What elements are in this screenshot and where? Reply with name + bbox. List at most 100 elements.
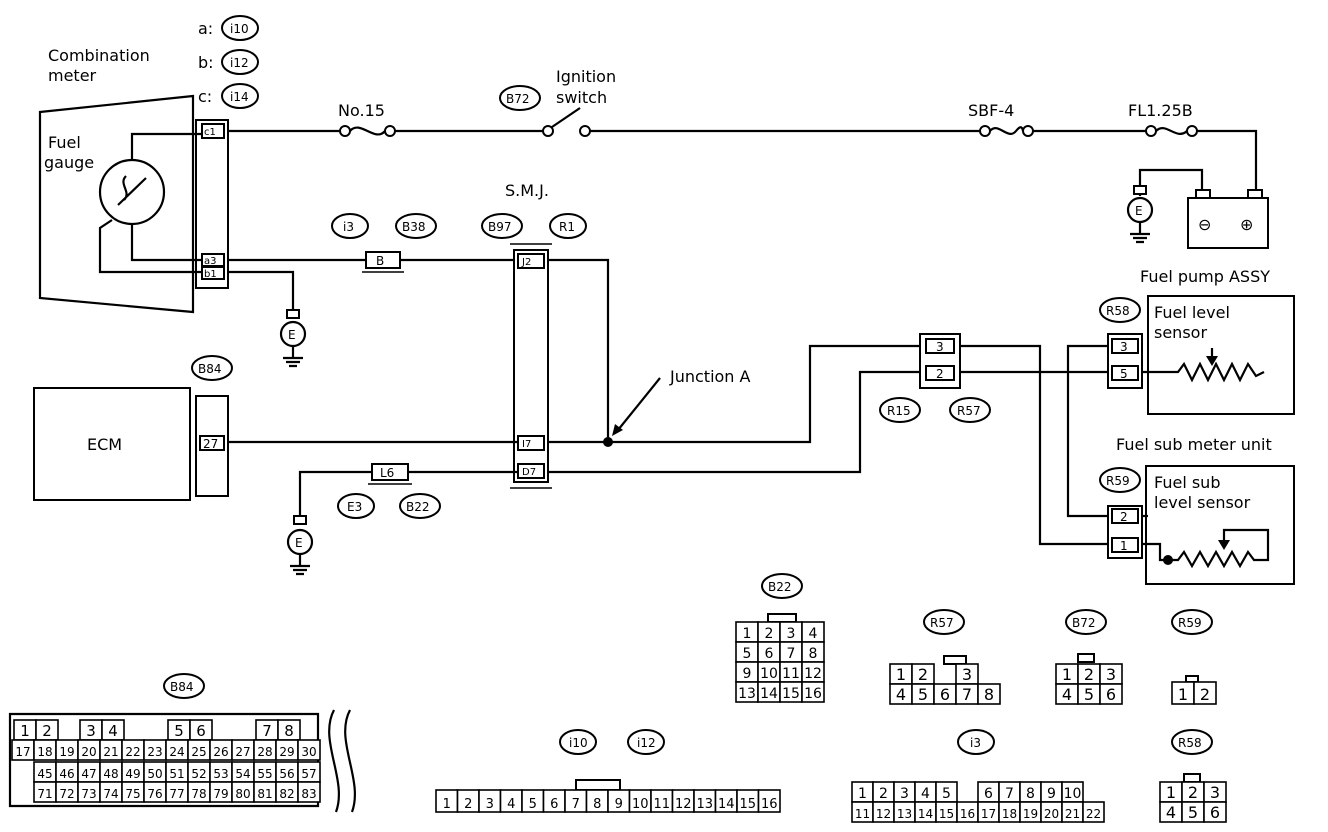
- pin-b: B: [376, 254, 384, 268]
- connector-pin-number: 10: [1064, 786, 1082, 802]
- connector-pin-number: 5: [1084, 685, 1094, 704]
- connector-pin-number: 27: [235, 745, 250, 759]
- svg-text:R59: R59: [1178, 616, 1202, 630]
- connector-pin-number: 8: [984, 685, 994, 704]
- connector-pin-number: 14: [760, 686, 778, 702]
- svg-text:R15: R15: [887, 404, 911, 418]
- svg-text:i12: i12: [230, 56, 249, 70]
- svg-text:B97: B97: [488, 220, 512, 234]
- connector-pin-number: 53: [213, 767, 228, 781]
- connector-pin-number: 13: [696, 797, 713, 812]
- battery: ⊖ ⊕ E: [1126, 168, 1269, 249]
- connector-pin-number: 20: [1044, 807, 1059, 821]
- connector-pin-number: 2: [879, 786, 888, 802]
- connector-pin-number: 13: [897, 807, 912, 821]
- connector-pin-cell: [1193, 681, 1217, 705]
- connector-pin-number: 3: [962, 665, 972, 684]
- connector-pin-number: 6: [940, 685, 950, 704]
- pin-ecm-27: 27: [203, 437, 218, 451]
- pin-d7: D7: [522, 467, 536, 478]
- connector-pin-number: 5: [743, 646, 752, 662]
- connector-pin-cell: [1099, 683, 1123, 705]
- connector-pin-number: 7: [572, 797, 580, 812]
- connector-pin-number: 49: [125, 767, 140, 781]
- ignition-label-2: switch: [556, 88, 607, 107]
- connector-pin-number: 2: [918, 665, 928, 684]
- badge-b38: [395, 213, 437, 239]
- pin-l6: L6: [380, 466, 394, 480]
- connector-pin-number: 22: [125, 745, 140, 759]
- fuel-sub-resistor-icon: [1142, 528, 1270, 569]
- connector-pin-number: 10: [760, 666, 778, 682]
- smj-connector: S.M.J. B97 R1 J2 I7 D7: [481, 181, 587, 489]
- connector-pin-number: 3: [86, 722, 96, 740]
- badge-i14: [221, 83, 259, 109]
- svg-text:B38: B38: [402, 220, 426, 234]
- connector-pin-number: 16: [761, 797, 778, 812]
- badge-b97: [481, 213, 523, 239]
- connector-pin-number: 3: [486, 797, 494, 812]
- power-line: No.15 Ignition switch B72 SBF-4 FL1.25B: [228, 67, 1258, 190]
- connector-pin-number: 1: [896, 665, 906, 684]
- connector-pin-number: 12: [876, 807, 891, 821]
- ignition-label-1: Ignition: [556, 67, 616, 86]
- connector-pin-number: 71: [37, 787, 52, 801]
- fuse-no15-icon: [349, 126, 386, 136]
- pin-a3: a3: [204, 256, 217, 267]
- pin-b1: b1: [204, 269, 217, 280]
- conn-a-label: a:: [198, 19, 213, 38]
- badge-i3: [331, 213, 369, 239]
- connector-pin-number: 2: [765, 626, 774, 642]
- connector-pin-number: 17: [981, 807, 996, 821]
- connector-pin-number: 9: [743, 666, 752, 682]
- plus-icon: ⊕: [1240, 215, 1253, 234]
- connector-pin-number: 2: [42, 722, 52, 740]
- connector-pin-number: 1: [1062, 665, 1072, 684]
- connector-pin-number: 6: [765, 646, 774, 662]
- sbf4-label: SBF-4: [968, 101, 1014, 120]
- svg-text:B22: B22: [768, 580, 792, 594]
- pin-r58-5: 5: [1120, 367, 1128, 381]
- connector-pin-number: 4: [108, 722, 118, 740]
- connector-pin-number: 17: [15, 745, 30, 759]
- connector-pin-number: 47: [81, 767, 96, 781]
- badge-i10: [221, 15, 259, 41]
- svg-text:E: E: [288, 328, 296, 342]
- pin-c1: c1: [204, 127, 216, 138]
- gauge-coil-icon: [117, 175, 147, 206]
- fuel-sub-label-2: level sensor: [1154, 493, 1251, 512]
- ecm-label: ECM: [87, 435, 122, 454]
- junction-a: Junction A: [228, 258, 924, 447]
- connector-pin-number: 1: [1166, 783, 1176, 802]
- meter-housing: [38, 94, 195, 314]
- fl125b-fusible-icon: [1155, 127, 1188, 135]
- badge-b84: [191, 355, 233, 381]
- connector-pin-number: 51: [169, 767, 184, 781]
- connector-pin-number: 50: [147, 767, 162, 781]
- connector-pin-number: 8: [809, 646, 818, 662]
- connector-pin-number: 23: [147, 745, 162, 759]
- badge-b22: [399, 493, 441, 519]
- connector-pin-number: 5: [1188, 803, 1198, 822]
- connector-pin-number: 15: [782, 686, 800, 702]
- connector-pin-number: 2: [1188, 783, 1198, 802]
- connector-pin-number: 4: [507, 797, 515, 812]
- connector-pin-number: 56: [279, 767, 294, 781]
- connector-break-icon: [328, 709, 357, 813]
- combination-meter-label-2: meter: [48, 66, 97, 85]
- connector-pin-cell: [297, 781, 321, 803]
- connector-pin-number: 6: [196, 722, 206, 740]
- fuel-gauge-label-1: Fuel: [48, 133, 81, 152]
- connector-pin-cell: [1082, 801, 1105, 823]
- badge-r15: [879, 397, 921, 423]
- ecm: ECM 27 B84: [33, 355, 233, 501]
- svg-text:E: E: [1135, 204, 1143, 218]
- signal-line: B i3 B38: [228, 213, 514, 273]
- connector-pin-number: 7: [962, 685, 972, 704]
- sensor-ground-line: L6 E E3 B22: [286, 370, 924, 576]
- connector-pin-number: 21: [103, 745, 118, 759]
